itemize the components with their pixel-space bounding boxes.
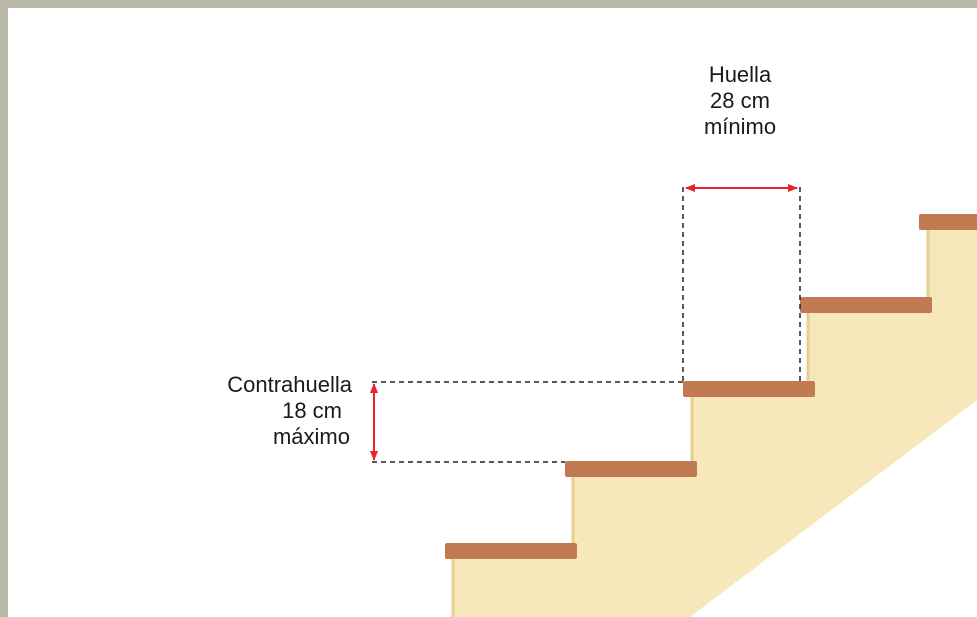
- huella-name: Huella: [708, 62, 772, 87]
- contrahuella-value: 18 cm: [282, 398, 342, 423]
- huella-label: Huella 28 cm mínimo: [680, 62, 800, 140]
- stair-tread: [445, 543, 577, 559]
- stair-body: [453, 228, 977, 617]
- stair-tread: [565, 461, 697, 477]
- contrahuella-note: máximo: [272, 424, 350, 449]
- huella-value: 28 cm: [710, 88, 770, 113]
- contrahuella-label: Contrahuella 18 cm máximo: [150, 372, 352, 450]
- stair-tread: [919, 214, 977, 230]
- huella-note: mínimo: [703, 114, 777, 139]
- contrahuella-name: Contrahuella: [227, 372, 352, 397]
- stair-tread: [683, 381, 815, 397]
- stair-tread: [800, 297, 932, 313]
